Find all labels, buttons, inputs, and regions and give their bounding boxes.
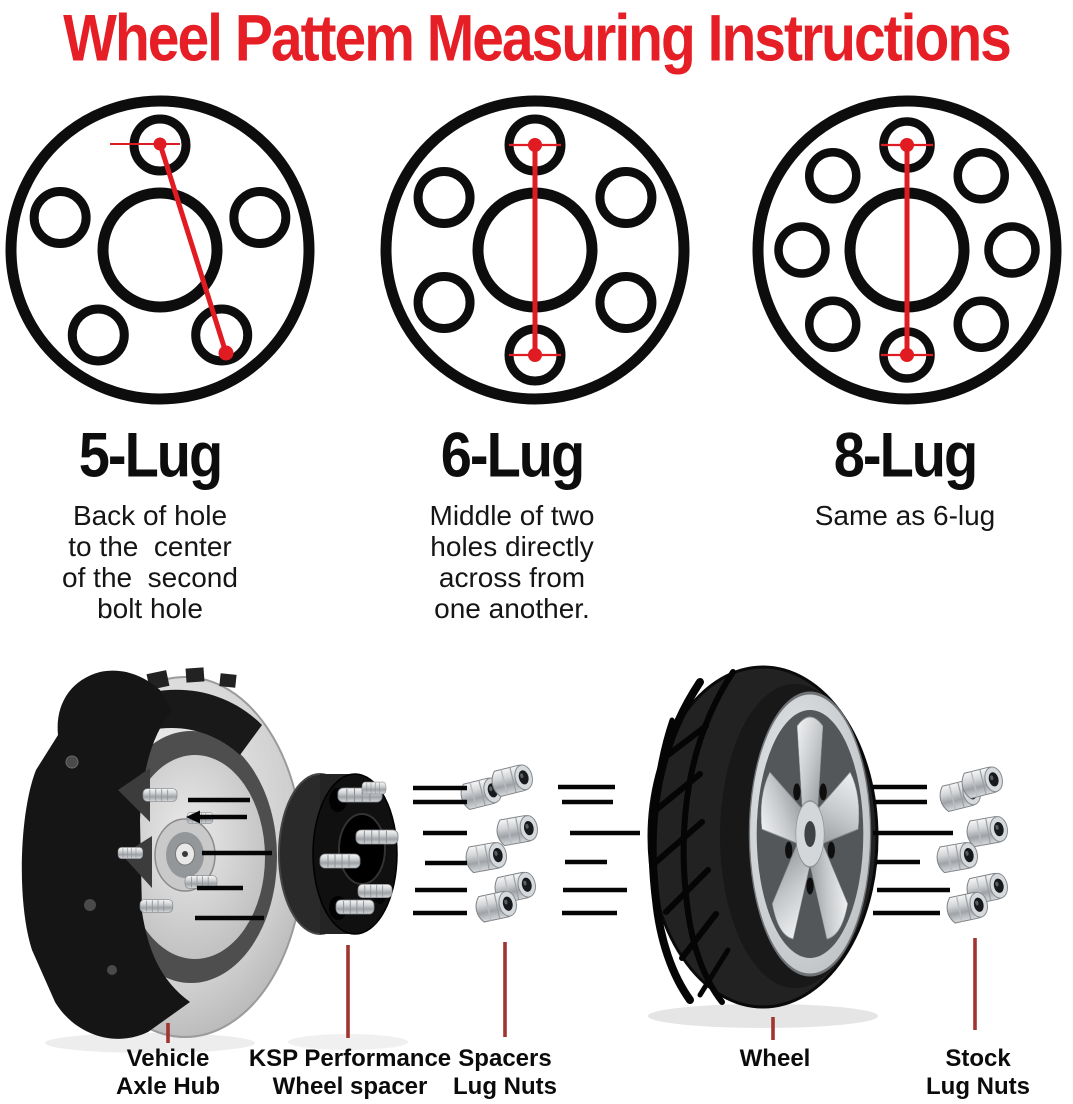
- lug-pattern-diagrams: [0, 85, 1073, 415]
- lug-diagram-8-lug: [752, 95, 1062, 405]
- pointer-lines: [166, 938, 977, 1043]
- bolt-hole: [805, 148, 861, 204]
- bolt-hole: [413, 167, 475, 228]
- lug-diagram-6-lug: [380, 95, 690, 405]
- wheel-part: [647, 665, 879, 1028]
- stock-lug-nuts-part: [934, 763, 1011, 925]
- lug-count-heading: 8-Lug: [833, 419, 978, 491]
- hub-stud: [139, 899, 174, 913]
- measure-line: [157, 143, 229, 354]
- lug-count-heading: 5-Lug: [78, 419, 223, 491]
- lug-diagram-5-lug: [5, 95, 315, 405]
- arrowhead-icon: [186, 810, 200, 824]
- part-label-wheel: Wheel: [739, 1045, 811, 1072]
- lug-description: Back of hole to the center of the second…: [62, 500, 238, 624]
- part-label-stock-lug-nuts: Stock Lug Nuts: [926, 1045, 1030, 1100]
- spacer-stud: [355, 829, 399, 845]
- pattern-column-5-lug: 5-Lug Back of hole to the center of the …: [0, 419, 300, 624]
- lug-description: Same as 6-lug: [814, 500, 996, 531]
- lug-count-heading: 6-Lug: [440, 419, 585, 491]
- spacer-stud: [335, 899, 375, 915]
- bolt-hole: [774, 222, 830, 278]
- spacer-stud: [319, 853, 361, 869]
- hub-stud: [142, 788, 178, 802]
- bolt-hole: [595, 272, 657, 333]
- bolt-hole: [984, 222, 1040, 278]
- pattern-column-8-lug: 8-Lug Same as 6-lug: [755, 419, 1055, 531]
- pattern-column-6-lug: 6-Lug Middle of two holes directly acros…: [362, 419, 662, 624]
- bolt-hole: [953, 296, 1009, 352]
- spacer-lug-nuts-part: [457, 761, 541, 924]
- bolt-hole: [413, 272, 475, 333]
- hub-stud: [117, 847, 144, 859]
- rim-spokes: [760, 716, 860, 940]
- bolt-hole: [67, 304, 129, 366]
- part-label-spacers-lug-nuts: Spacers Lug Nuts: [453, 1045, 557, 1100]
- bolt-hole: [595, 167, 657, 228]
- page-title: Wheel Pattem Measuring Instructions: [63, 1, 1012, 76]
- center-bore: [97, 187, 223, 313]
- bolt-hole: [953, 148, 1009, 204]
- hub-outline: [5, 95, 315, 405]
- lug-description: Middle of two holes directly across from…: [429, 500, 595, 624]
- exploded-assembly-canvas: [21, 665, 1011, 1053]
- leader-lines: [188, 784, 953, 921]
- bolt-hole: [29, 187, 91, 249]
- lug-diagrams-canvas: [5, 95, 1062, 405]
- part-label-vehicle-axle-hub: Vehicle Axle Hub: [115, 1045, 220, 1100]
- part-label-ksp-wheel-spacer: KSP Performance Wheel spacer: [248, 1045, 452, 1100]
- vehicle-axle-hub-part: [21, 667, 304, 1053]
- wheel-assembly-illustration: Vehicle Axle Hub KSP Performance Wheel s…: [0, 650, 1073, 1104]
- bolt-hole: [191, 304, 253, 366]
- spacer-stud: [357, 883, 393, 899]
- bolt-hole: [805, 296, 861, 352]
- wheel-spacer-part: [278, 773, 408, 1050]
- spacer-stud: [361, 781, 387, 795]
- bolt-hole: [229, 187, 291, 249]
